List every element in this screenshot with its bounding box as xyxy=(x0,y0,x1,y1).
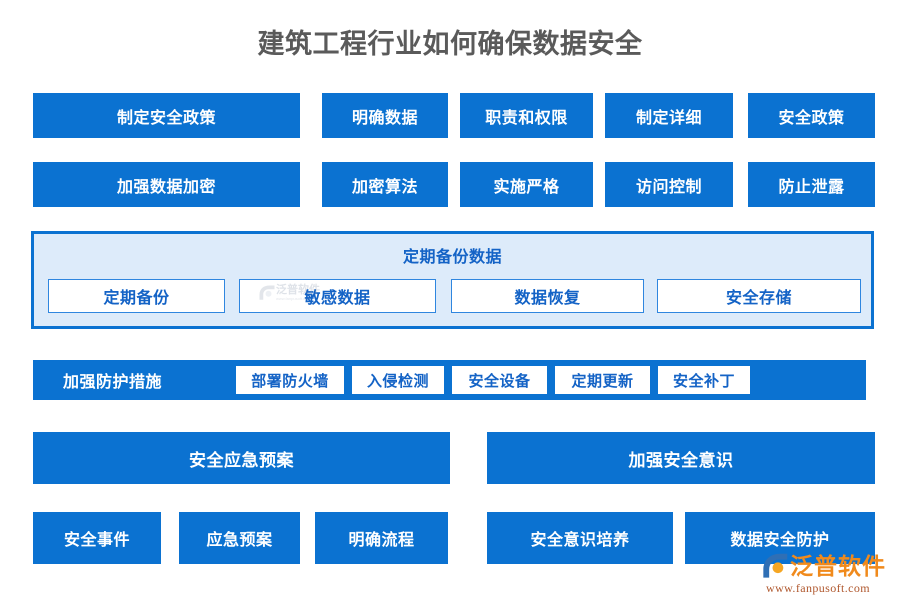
wide-item-2[interactable]: 加强安全意识 xyxy=(487,432,875,484)
row2-item-2[interactable]: 加密算法 xyxy=(322,162,448,207)
row1-item-3[interactable]: 职责和权限 xyxy=(460,93,593,138)
protection-item-2[interactable]: 入侵检测 xyxy=(352,366,444,394)
backup-section: 定期备份数据 定期备份 敏感数据 数据恢复 安全存储 xyxy=(31,231,874,329)
protection-section: 加强防护措施 部署防火墙 入侵检测 安全设备 定期更新 安全补丁 xyxy=(33,360,866,400)
protection-item-1[interactable]: 部署防火墙 xyxy=(236,366,344,394)
protection-section-heading: 加强防护措施 xyxy=(63,374,163,391)
watermark-url: www.fanpusoft.com xyxy=(766,581,871,595)
row2-item-4[interactable]: 访问控制 xyxy=(605,162,733,207)
wide-item-1[interactable]: 安全应急预案 xyxy=(33,432,450,484)
row1-item-1[interactable]: 制定安全政策 xyxy=(33,93,300,138)
row1-item-2[interactable]: 明确数据 xyxy=(322,93,448,138)
row1-item-5[interactable]: 安全政策 xyxy=(748,93,875,138)
backup-item-4[interactable]: 安全存储 xyxy=(657,279,861,313)
backup-item-1[interactable]: 定期备份 xyxy=(48,279,225,313)
bottom-item-1[interactable]: 安全事件 xyxy=(33,512,161,564)
backup-section-heading: 定期备份数据 xyxy=(402,249,502,266)
bottom-item-4[interactable]: 安全意识培养 xyxy=(487,512,673,564)
row2-item-5[interactable]: 防止泄露 xyxy=(748,162,875,207)
bottom-item-5[interactable]: 数据安全防护 xyxy=(685,512,875,564)
row2-item-3[interactable]: 实施严格 xyxy=(460,162,593,207)
backup-item-3[interactable]: 数据恢复 xyxy=(451,279,644,313)
protection-item-3[interactable]: 安全设备 xyxy=(452,366,547,394)
bottom-item-3[interactable]: 明确流程 xyxy=(315,512,448,564)
row2-item-1[interactable]: 加强数据加密 xyxy=(33,162,300,207)
row1-item-4[interactable]: 制定详细 xyxy=(605,93,733,138)
protection-item-5[interactable]: 安全补丁 xyxy=(658,366,750,394)
bottom-item-2[interactable]: 应急预案 xyxy=(179,512,300,564)
backup-item-2[interactable]: 敏感数据 xyxy=(239,279,436,313)
page-title: 建筑工程行业如何确保数据安全 xyxy=(257,29,643,59)
protection-item-4[interactable]: 定期更新 xyxy=(555,366,650,394)
